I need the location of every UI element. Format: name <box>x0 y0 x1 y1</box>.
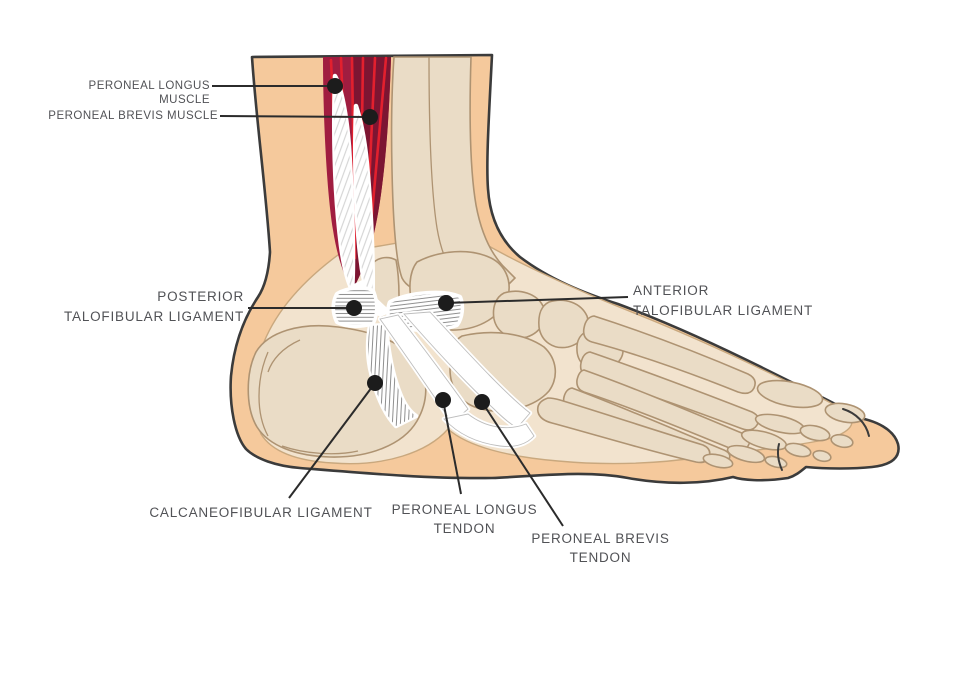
label-peroneal-brevis-muscle: PERONEAL BREVIS MUSCLE <box>48 110 218 122</box>
callout-dot-peroneal-longus-muscle <box>327 78 343 94</box>
leader-peroneal-brevis-muscle <box>219 115 371 118</box>
label-peroneal-longus-tendon: PERONEAL LONGUS TENDON <box>391 502 538 536</box>
callout-dot-anterior-talofibular-ligament <box>438 295 454 311</box>
callout-dot-calcaneofibular-ligament <box>367 375 383 391</box>
label-calcaneofibular-ligament: CALCANEOFIBULAR LIGAMENT <box>149 505 373 520</box>
leader-anterior-talofibular-ligament <box>445 296 629 304</box>
leader-calcaneofibular-ligament <box>288 382 376 499</box>
label-peroneal-brevis-tendon: PERONEAL BREVIS TENDON <box>531 531 670 565</box>
toe-fold-line <box>777 443 783 471</box>
label-anterior-talofibular-ligament: ANTERIOR TALOFIBULAR LIGAMENT <box>633 283 814 318</box>
callout-dot-peroneal-brevis-muscle <box>362 109 378 125</box>
toenail-line <box>842 408 870 437</box>
toe-bones <box>702 379 866 469</box>
callout-dot-posterior-talofibular-ligament <box>346 300 362 316</box>
leader-peroneal-longus-tendon <box>442 399 462 495</box>
calcaneofibular-ligament-fan <box>365 322 419 429</box>
callout-dot-peroneal-brevis-tendon <box>474 394 490 410</box>
label-peroneal-longus-muscle: PERONEAL LONGUS MUSCLE <box>88 80 210 106</box>
callout-dot-peroneal-longus-tendon <box>435 392 451 408</box>
leader-lines <box>212 78 629 527</box>
leader-peroneal-brevis-tendon <box>481 401 564 527</box>
label-posterior-talofibular-ligament: POSTERIOR TALOFIBULAR LIGAMENT <box>63 289 244 324</box>
